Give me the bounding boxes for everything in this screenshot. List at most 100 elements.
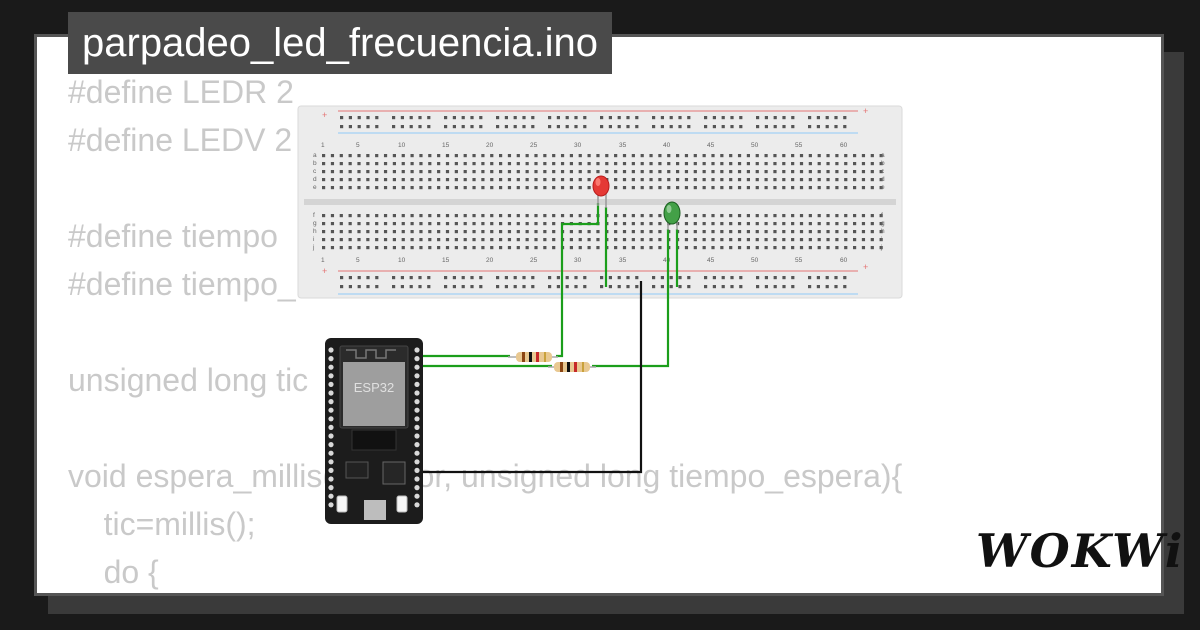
esp32-pin (414, 485, 420, 491)
breadboard-hole (712, 276, 716, 280)
breadboard-hole (676, 178, 680, 182)
wire-red-led-anode[interactable] (556, 203, 600, 358)
breadboard-hole (548, 116, 552, 120)
breadboard-hole (357, 178, 361, 182)
breadboard-hole (587, 162, 591, 166)
breadboard-hole (401, 238, 405, 242)
breadboard-hole (481, 186, 485, 190)
breadboard-hole (470, 276, 474, 280)
breadboard-hole (472, 170, 476, 174)
breadboard-hole (375, 170, 379, 174)
breadboard-hole (764, 162, 768, 166)
breadboard-hole (844, 178, 848, 182)
led-red[interactable] (592, 175, 610, 208)
breadboard-hole (773, 186, 777, 190)
breadboard-hole (614, 154, 618, 158)
breadboard-hole (684, 162, 689, 166)
esp32-pin (414, 476, 420, 482)
wire-gnd[interactable] (418, 281, 643, 474)
breadboard-hole (463, 214, 467, 218)
breadboard-hole (720, 162, 724, 166)
breadboard-hole (481, 170, 485, 174)
breadboard-hole (640, 162, 644, 166)
breadboard-hole (853, 170, 857, 174)
breadboard-hole (357, 214, 361, 218)
breadboard-hole (826, 246, 830, 250)
breadboard-hole (410, 162, 414, 166)
breadboard-hole (357, 162, 361, 166)
breadboard-hole (461, 125, 465, 129)
code-line: #define LEDR 2 (68, 74, 294, 110)
breadboard-hole (472, 246, 476, 250)
breadboard-hole (678, 285, 682, 289)
led-green[interactable] (663, 201, 681, 230)
breadboard-hole (635, 116, 639, 120)
wire-green-led-anode[interactable] (592, 229, 670, 368)
breadboard-hole (534, 230, 538, 234)
breadboard-hole (583, 116, 587, 120)
esp32-pin (328, 373, 334, 379)
esp32-chip (343, 362, 405, 426)
breadboard-hole (339, 162, 343, 166)
breadboard-hole (773, 162, 777, 166)
breadboard-hole (452, 285, 456, 289)
breadboard-hole (375, 246, 379, 250)
breadboard-row-letters: a b c d e f g h i j a b c d e f g h i j (312, 152, 885, 251)
breadboard-hole (746, 178, 750, 182)
esp32-pin (414, 364, 420, 370)
breadboard-hole (481, 162, 485, 166)
breadboard-hole (490, 170, 494, 174)
breadboard-hole (556, 125, 560, 129)
breadboard-hole (622, 186, 627, 190)
breadboard-hole (419, 186, 423, 190)
breadboard-hole (844, 222, 848, 226)
esp32-pin (414, 493, 420, 499)
breadboard-hole (322, 170, 326, 174)
breadboard-hole (684, 214, 689, 218)
breadboard-hole (516, 246, 520, 250)
code-line: #define LEDV 2 (68, 122, 293, 158)
esp32-board[interactable]: ESP32 (325, 338, 423, 524)
breadboard-hole (826, 170, 830, 174)
breadboard-hole (658, 214, 662, 218)
breadboard-hole (702, 154, 706, 158)
breadboard-hole (339, 238, 343, 242)
breadboard-hole (687, 116, 691, 120)
row-letter: f (881, 212, 883, 219)
page-title: parpadeo_led_frecuencia.ino (68, 12, 612, 74)
breadboard-hole (730, 116, 734, 120)
wires[interactable] (418, 203, 679, 474)
row-letter: b (313, 160, 317, 167)
breadboard-hole (660, 125, 664, 129)
breadboard-hole (419, 230, 423, 234)
breadboard-hole (622, 214, 627, 218)
breadboard-hole (583, 276, 587, 280)
breadboard-hole (418, 276, 422, 280)
breadboard-hole (817, 154, 821, 158)
boot-button[interactable] (336, 495, 348, 513)
breadboard-hole (472, 230, 476, 234)
breadboard-hole (835, 178, 839, 182)
breadboard-hole (817, 178, 821, 182)
breadboard-hole (626, 276, 630, 280)
resistor-2[interactable] (548, 362, 596, 372)
reset-button[interactable] (396, 495, 408, 513)
breadboard[interactable]: + + + + 1 5 10 15 20 25 30 35 40 45 50 5… (297, 105, 903, 299)
breadboard-hole (704, 285, 708, 289)
breadboard-hole (410, 170, 414, 174)
breadboard-hole (375, 186, 379, 190)
breadboard-hole (516, 186, 520, 190)
resistor-1[interactable] (508, 352, 558, 362)
breadboard-hole (791, 178, 795, 182)
breadboard-hole (817, 162, 821, 166)
breadboard-hole (817, 230, 821, 234)
breadboard-hole (608, 116, 612, 120)
breadboard-hole (853, 178, 857, 182)
breadboard-hole (454, 238, 458, 242)
breadboard-hole (534, 238, 538, 242)
breadboard-hole (481, 178, 485, 182)
breadboard-hole (472, 154, 476, 158)
breadboard-hole (817, 214, 821, 218)
breadboard-hole (357, 186, 361, 190)
